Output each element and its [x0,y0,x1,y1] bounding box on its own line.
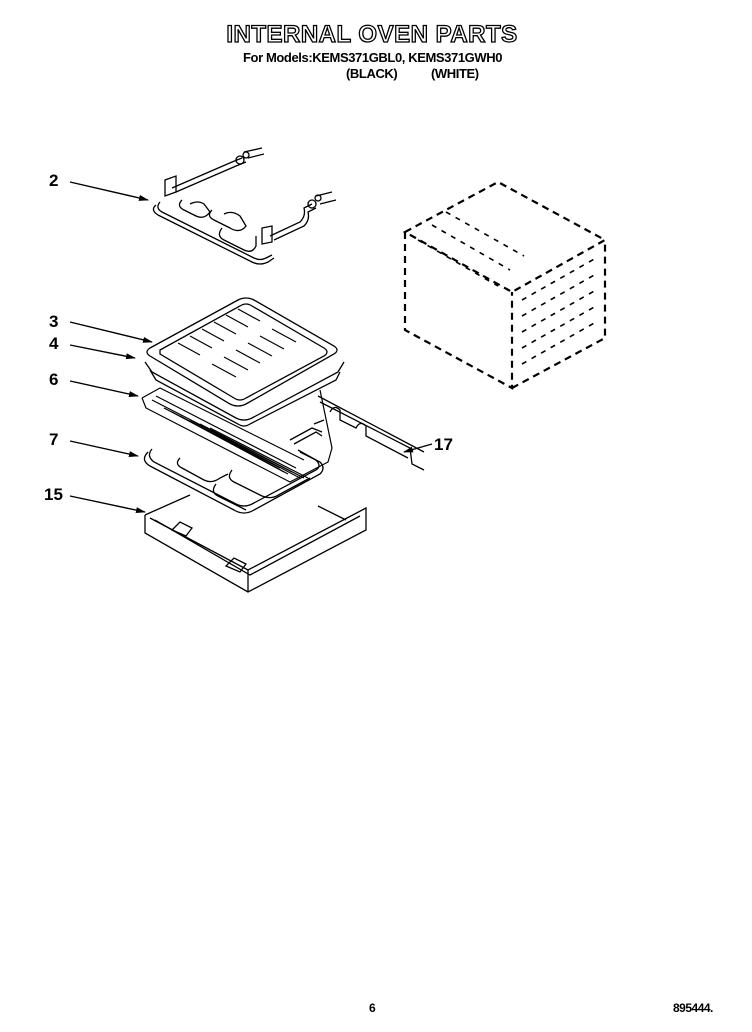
leader-line-17 [403,443,433,453]
leader-line-3 [69,321,153,343]
callout-6: 6 [49,370,59,389]
leader-line-6 [69,380,139,397]
callout-7: 7 [49,430,59,449]
leader-line-15 [69,495,146,514]
leader-lines [69,181,433,514]
color-label-black: (BLACK) [346,66,398,81]
bake-element-illustration [143,427,324,514]
leader-line-4 [69,344,136,360]
page-number: 6 [369,1001,376,1015]
leader-line-7 [69,440,139,457]
oven-cavity-illustration [402,180,608,390]
broil-element-illustration [152,147,337,265]
callout-17: 17 [434,435,453,454]
broiler-pan-illustration [144,297,345,427]
rack-support-illustration [313,395,425,471]
callout-15: 15 [44,485,63,504]
leader-line-2 [69,181,149,201]
callout-4: 4 [49,334,59,353]
callout-3: 3 [49,312,59,331]
page-title: INTERNAL OVEN PARTS [226,21,518,48]
models-line: For Models:KEMS371GBL0, KEMS371GWH0 [243,50,503,65]
document-number: 895444. [673,1001,713,1015]
bottom-pan-illustration [144,494,367,593]
oven-rack-illustration [141,387,333,483]
callout-2: 2 [49,171,59,190]
color-label-white: (WHITE) [431,66,479,81]
